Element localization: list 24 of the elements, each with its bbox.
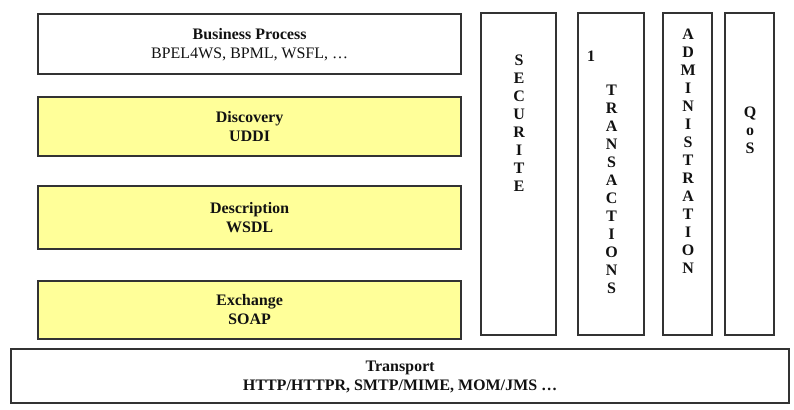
layer-protocols: SOAP bbox=[228, 310, 271, 329]
layer-box bbox=[37, 96, 462, 157]
layer-protocols: WSDL bbox=[226, 218, 274, 236]
layer-box bbox=[10, 348, 790, 404]
column-label: QoS bbox=[740, 104, 758, 158]
layer-protocols: BPEL4WS, BPML, WSFL, … bbox=[150, 44, 348, 63]
column-box bbox=[577, 12, 645, 336]
layer-protocols: HTTP/HTTPR, SMTP/MIME, MOM/JMS … bbox=[242, 376, 558, 395]
layer-box bbox=[37, 280, 462, 340]
layer-box bbox=[37, 13, 462, 75]
column-box bbox=[724, 12, 775, 336]
layer-title: Description bbox=[210, 198, 290, 218]
layer-title: Exchange bbox=[216, 291, 283, 310]
column-label: ADMINISTRATION bbox=[678, 26, 696, 278]
column-label: SECURITE bbox=[510, 52, 528, 196]
layer-protocols: UDDI bbox=[229, 126, 270, 146]
column-box bbox=[480, 12, 557, 336]
column-box bbox=[662, 12, 713, 336]
layer-box bbox=[37, 185, 462, 250]
layer-title: Business Process bbox=[192, 25, 306, 44]
layer-title: Transport bbox=[365, 357, 435, 376]
layer-title: Discovery bbox=[216, 108, 284, 126]
column-label: TRANSACTIONS bbox=[602, 82, 620, 298]
stray-mark: 1 bbox=[587, 48, 595, 66]
